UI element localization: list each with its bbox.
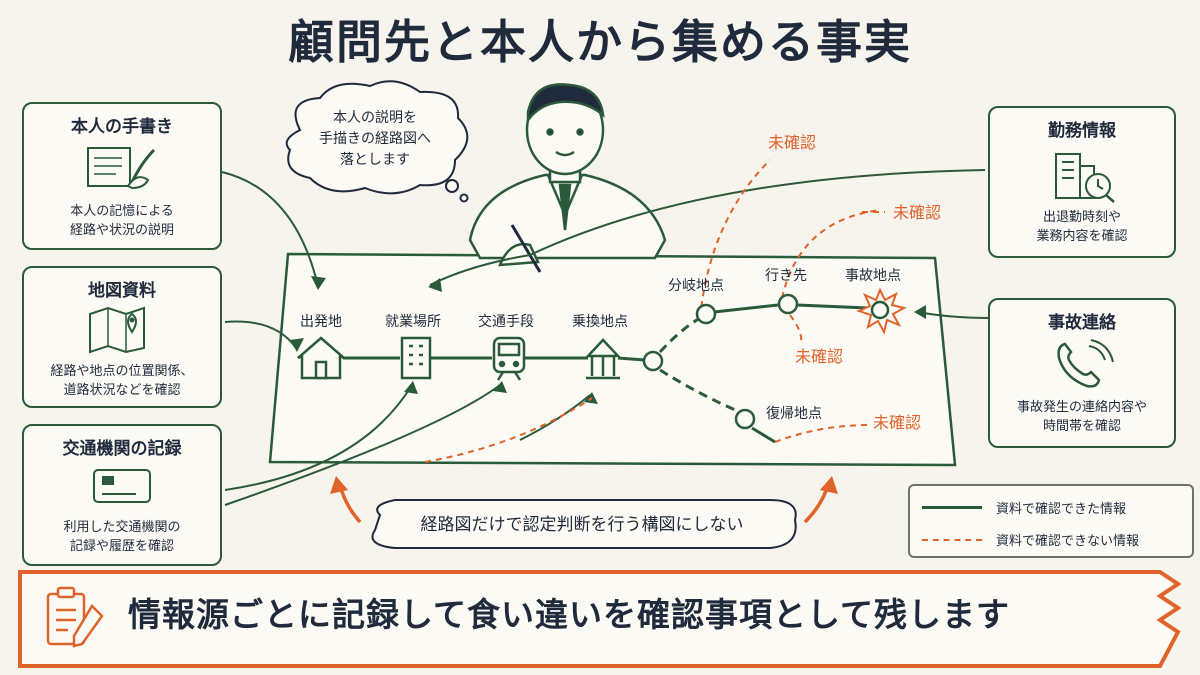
thought-line: 落とします xyxy=(340,152,410,168)
summary-banner xyxy=(18,570,1182,668)
businessman-figure xyxy=(468,83,667,273)
source-title: 地図資料 xyxy=(88,281,156,301)
phone-icon xyxy=(1057,339,1114,388)
office-clock-icon xyxy=(1055,153,1115,203)
return-point-node xyxy=(734,408,756,430)
label-transfer: 乗換地点 xyxy=(572,314,628,330)
legend-dashed-line xyxy=(922,538,982,541)
legend: 資料で確認できた情報 資料で確認できない情報 xyxy=(908,484,1194,558)
unconfirmed-label: 未確認 xyxy=(873,413,921,432)
map-pin-icon xyxy=(89,306,145,354)
unconfirmed-label: 未確認 xyxy=(795,347,843,366)
label-transport: 交通手段 xyxy=(478,313,534,330)
legend-solid-label: 資料で確認できた情報 xyxy=(996,502,1127,517)
source-title: 勤務情報 xyxy=(1048,121,1116,141)
label-branch: 分岐地点 xyxy=(668,278,724,294)
caution-bubble xyxy=(330,476,838,549)
legend-dashed-label: 資料で確認できない情報 xyxy=(996,534,1140,549)
caution-text: 経路図だけで認定判断を行う構図にしない xyxy=(420,515,744,535)
route-line xyxy=(343,303,869,444)
label-accident-point: 事故地点 xyxy=(845,268,901,284)
source-desc-line: 利用した交通機関の xyxy=(63,520,181,535)
legend-solid-line xyxy=(922,506,982,509)
handwriting-icon xyxy=(87,147,156,190)
arrow-heads xyxy=(290,276,926,404)
source-desc-line: 出退勤時刻や xyxy=(1042,210,1121,225)
branch-node xyxy=(642,350,664,372)
source-desc-line: 道路状況などを確認 xyxy=(63,383,181,398)
train-icon xyxy=(492,336,526,381)
unconfirmed-lines xyxy=(699,159,881,443)
ic-card-icon xyxy=(93,469,151,503)
banner-text: 情報源ごとに記録して食い違いを確認事項として残します xyxy=(128,595,1011,634)
source-desc-line: 記録や履歴を確認 xyxy=(69,539,174,554)
arrow-work xyxy=(429,169,986,286)
source-transit-box: 交通機関の記録 利用した交通機関の 記録や履歴を確認 xyxy=(22,424,222,566)
unconfirmed-label: 未確認 xyxy=(893,203,941,222)
route-node-circles xyxy=(642,293,799,430)
page-title: 顧問先と本人から集める事実 xyxy=(288,15,912,69)
source-title: 交通機関の記録 xyxy=(62,439,182,459)
source-title: 本人の手書き xyxy=(71,117,173,137)
house-icon xyxy=(297,336,345,380)
source-desc-line: 時間帯を確認 xyxy=(1042,419,1121,434)
source-desc-line: 本人の記憶による xyxy=(70,204,174,219)
source-accident-box: 事故連絡 事故発生の連絡内容や 時間帯を確認 xyxy=(988,298,1176,448)
label-workplace: 就業場所 xyxy=(385,314,441,330)
source-map-box: 地図資料 経路や地点の位置関係、 道路状況などを確認 xyxy=(22,266,222,408)
source-title: 事故連絡 xyxy=(1048,313,1116,333)
label-start: 出発地 xyxy=(300,314,342,330)
station-icon xyxy=(585,338,621,380)
source-arrows xyxy=(221,169,991,506)
thought-text: 本人の説明を 手描きの経路図へ 落とします xyxy=(290,108,460,171)
label-return-point: 復帰地点 xyxy=(766,405,822,422)
arrow-transit-1 xyxy=(224,384,413,491)
source-desc-line: 経路や状況の説明 xyxy=(69,223,174,238)
source-handwriting-box: 本人の手書き 本人の記憶による 経路や状況の説明 xyxy=(22,102,222,250)
unconfirmed-label: 未確認 xyxy=(768,133,816,152)
accident-burst-icon xyxy=(856,287,907,335)
label-destination: 行き先 xyxy=(765,268,807,284)
branch-point-node xyxy=(695,303,717,325)
thought-cloud xyxy=(285,80,469,203)
clipboard-pencil-icon xyxy=(46,586,104,648)
arrow-handwriting xyxy=(221,171,319,287)
source-work-box: 勤務情報 出退勤時刻や 業務内容を確認 xyxy=(988,106,1176,258)
arrow-transit-2 xyxy=(224,384,501,506)
thought-line: 手描きの経路図へ xyxy=(319,131,431,147)
source-desc-line: 業務内容を確認 xyxy=(1036,229,1128,244)
source-desc-line: 事故発生の連絡内容や xyxy=(1016,400,1147,415)
destination-node xyxy=(777,293,799,315)
source-desc-line: 経路や地点の位置関係、 xyxy=(50,364,194,379)
building-icon xyxy=(400,336,432,380)
thought-line: 本人の説明を xyxy=(333,110,417,126)
